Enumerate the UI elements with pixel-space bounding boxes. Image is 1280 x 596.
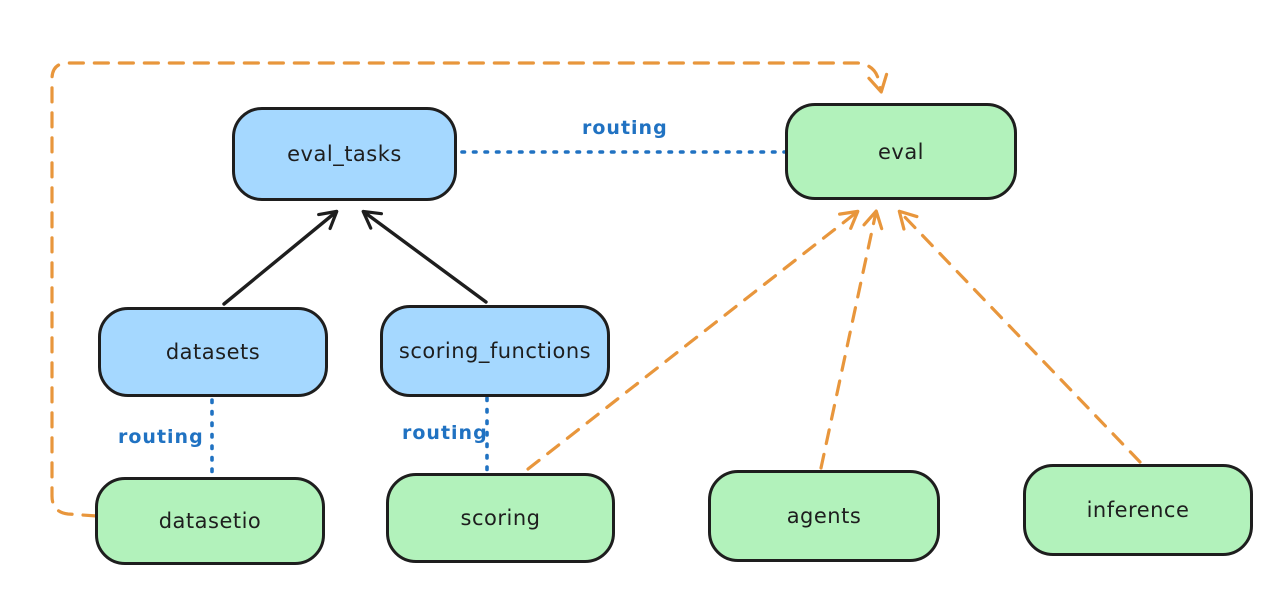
node-scoring: scoring xyxy=(386,473,615,563)
node-agents: agents xyxy=(708,470,940,562)
edge-datasets-to-eval_tasks xyxy=(222,209,339,306)
edge-inference-to-eval xyxy=(897,209,1142,464)
edge-scoring_functions-to-eval_tasks xyxy=(361,209,488,304)
node-eval: eval xyxy=(785,103,1017,200)
edge-label-routing-eval-tasks-to-eval: routing xyxy=(582,117,668,139)
edge-scoring-to-eval xyxy=(526,209,860,471)
node-datasets-label: datasets xyxy=(165,340,261,364)
node-inference: inference xyxy=(1023,464,1253,556)
node-agents-label: agents xyxy=(786,504,862,528)
edge-agents-to-eval xyxy=(819,209,884,470)
node-datasetio: datasetio xyxy=(95,477,325,565)
edge-label-routing-datasets-to-datasetio: routing xyxy=(118,426,204,448)
node-eval-tasks-label: eval_tasks xyxy=(287,142,402,166)
node-eval-label: eval xyxy=(877,139,925,164)
node-scoring-label: scoring xyxy=(460,506,541,530)
node-datasetio-label: datasetio xyxy=(158,509,262,533)
edge-datasetio-to-eval xyxy=(50,61,889,518)
node-eval-tasks: eval_tasks xyxy=(232,107,457,201)
node-datasets: datasets xyxy=(98,307,328,397)
node-inference-label: inference xyxy=(1086,498,1190,522)
edge-label-routing-scoring-functions-to-scoring: routing xyxy=(402,422,488,444)
node-scoring-functions: scoring_functions xyxy=(380,305,610,397)
node-scoring-functions-label: scoring_functions xyxy=(398,339,592,363)
